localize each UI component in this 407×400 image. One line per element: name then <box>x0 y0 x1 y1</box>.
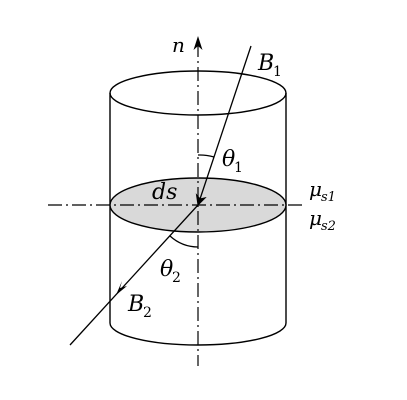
b2-label: B <box>127 292 144 317</box>
mu2-subscript: s2 <box>321 219 336 234</box>
mu2-label: μ <box>309 206 322 230</box>
b2-subscript: 2 <box>143 305 152 321</box>
theta1-label: θ <box>222 147 235 172</box>
theta2-arc <box>169 235 199 248</box>
normal-label: n <box>172 33 185 57</box>
b2-arrowhead <box>116 281 127 295</box>
theta2-label: θ <box>160 257 173 282</box>
theta1-subscript: 1 <box>234 160 243 176</box>
theta1-arc <box>197 154 215 158</box>
mu1-subscript: s1 <box>321 190 336 205</box>
ds-label: ds <box>152 180 177 205</box>
b1-label: B <box>257 51 274 76</box>
normal-arrowhead <box>193 36 203 50</box>
b2-field-line <box>69 204 199 346</box>
b1-subscript: 1 <box>273 64 282 80</box>
mu1-label: μ <box>309 177 322 201</box>
b1-field-line <box>195 45 252 207</box>
theta2-subscript: 2 <box>172 270 181 286</box>
